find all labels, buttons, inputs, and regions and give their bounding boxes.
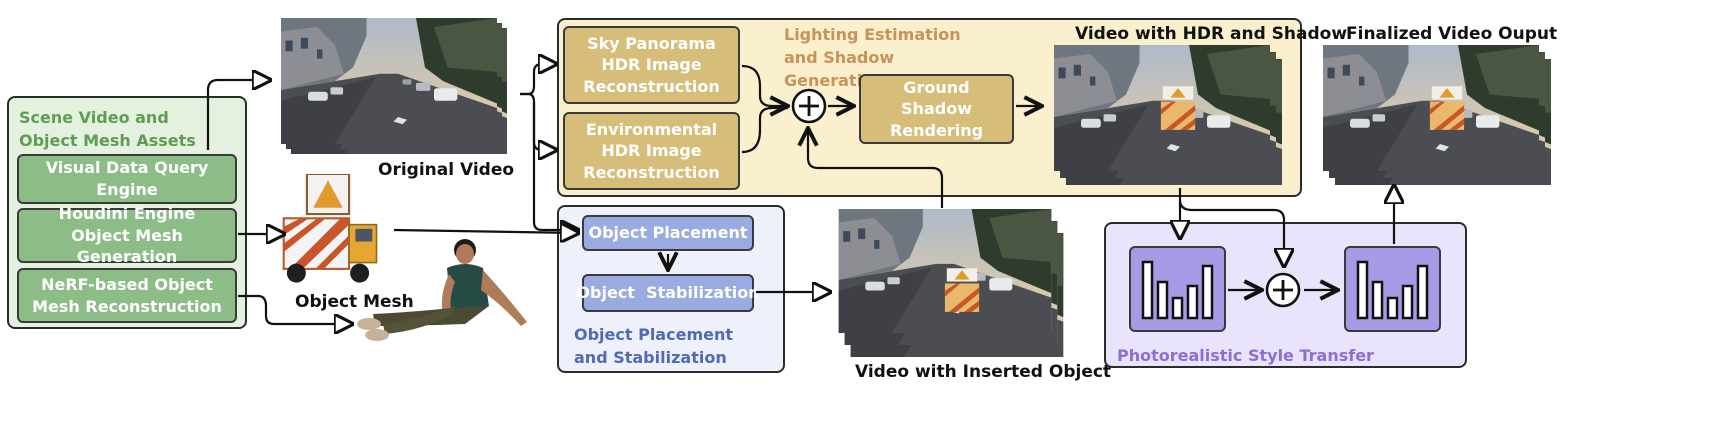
- finalized-video-caption: Finalized Video Ouput: [1346, 24, 1558, 44]
- object-placement[interactable]: Object Placement: [582, 215, 754, 251]
- placement-stabilization-title: Object Placement and Stabilization: [574, 325, 733, 368]
- visual-data-query-engine[interactable]: Visual Data Query Engine: [17, 154, 237, 204]
- finalized-video-frames: [1316, 45, 1561, 187]
- original-video-caption: Original Video: [378, 160, 515, 180]
- input-histogram-box: [1129, 246, 1226, 332]
- output-histogram-box: [1344, 246, 1441, 332]
- environmental-hdr-reconstruction[interactable]: Environmental HDR Image Reconstruction: [563, 112, 740, 190]
- style-transfer-title: Photorealistic Style Transfer: [1117, 346, 1374, 365]
- video-hdr-shadow-frames: [1047, 45, 1292, 187]
- video-inserted-frames: [835, 209, 1075, 361]
- person-mesh-image: [357, 239, 527, 341]
- object-stabilization[interactable]: Object Stabilization: [576, 274, 760, 312]
- sky-panorama-hdr-reconstruction[interactable]: Sky Panorama HDR Image Reconstruction: [563, 26, 740, 104]
- nerf-mesh-reconstruction[interactable]: NeRF-based Object Mesh Reconstruction: [17, 268, 237, 323]
- video-hdr-shadow-caption: Video with HDR and Shadow: [1075, 24, 1348, 44]
- original-video-frames: [275, 18, 520, 158]
- ground-shadow-rendering[interactable]: Ground Shadow Rendering: [859, 74, 1014, 144]
- video-inserted-caption: Video with Inserted Object: [855, 362, 1112, 382]
- houdini-engine-mesh-generation[interactable]: Houdini Engine Object Mesh Generation: [17, 204, 237, 266]
